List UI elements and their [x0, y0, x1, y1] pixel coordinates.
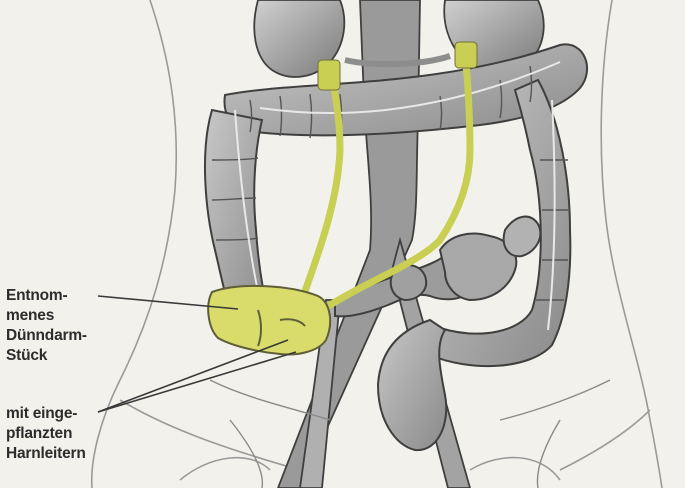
- conduit-segment: [208, 286, 330, 355]
- label-line: Stück: [6, 346, 87, 366]
- label-implanted-ureters: mit einge- pflanzten Harnleitern: [6, 404, 86, 464]
- label-line: Entnom-: [6, 286, 87, 306]
- label-line: mit einge-: [6, 404, 86, 424]
- label-line: Harnleitern: [6, 444, 86, 464]
- label-removed-small-intestine: Entnom- menes Dünndarm- Stück: [6, 286, 87, 366]
- label-line: Dünndarm-: [6, 326, 87, 346]
- label-line: menes: [6, 306, 87, 326]
- label-line: pflanzten: [6, 424, 86, 444]
